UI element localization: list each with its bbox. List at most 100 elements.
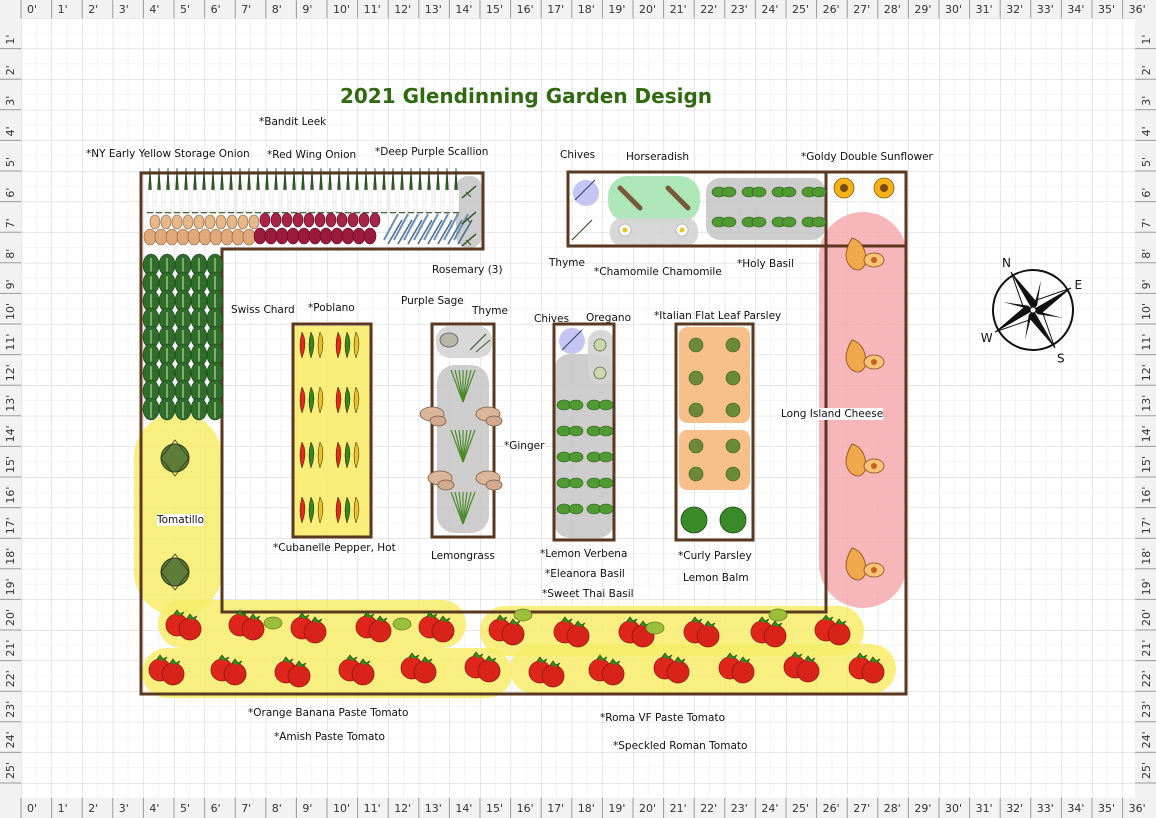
- tomato-icon: [683, 616, 720, 648]
- compass-e: E: [1075, 278, 1083, 292]
- pepper-icon: [335, 441, 360, 469]
- thyme-top-icon: [571, 219, 593, 241]
- ruler-top-tick: 3': [119, 3, 129, 16]
- ruler-right-tick: 13': [1140, 395, 1153, 412]
- holy-basil-icon: [711, 216, 737, 228]
- ruler-right-tick: 9': [1140, 279, 1153, 289]
- label-chamomile: *Chamomile Chamomile: [594, 266, 722, 278]
- ruler-left-tick: 22': [4, 670, 17, 687]
- basil-icon: [586, 399, 614, 411]
- rosemary-icon: [461, 233, 477, 247]
- label-lemon-verbena: *Lemon Verbena: [540, 548, 628, 560]
- ginger-icon: [475, 406, 503, 427]
- ruler-top-tick: 21': [670, 3, 687, 16]
- ruler-right-tick: 7': [1140, 218, 1153, 228]
- tomato-icon: [653, 652, 690, 684]
- ruler-left: 1'2'3'4'5'6'7'8'9'10'11'12'13'14'15'16'1…: [0, 18, 21, 798]
- bed-borders: [139, 170, 908, 696]
- pepper-highlight: [293, 326, 372, 536]
- ruler-top: 0'1'2'3'4'5'6'7'8'9'10'11'12'13'14'15'16…: [0, 0, 1156, 18]
- ruler-top-tick: 28': [884, 3, 901, 16]
- ruler-bottom-tick: 17': [547, 802, 564, 815]
- italian-parsley-icon: [725, 466, 741, 482]
- compass-rose-icon: N E S W: [981, 256, 1083, 365]
- ruler-top-tick: 8': [272, 3, 282, 16]
- label-chives-mid: Chives: [534, 313, 570, 325]
- italian-parsley-icon: [725, 370, 741, 386]
- ruler-top-tick: 12': [394, 3, 411, 16]
- label-eleanora-basil: *Eleanora Basil: [545, 568, 625, 580]
- ruler-left-tick: 14': [4, 425, 17, 442]
- label-goldy-sunflower: *Goldy Double Sunflower: [801, 151, 933, 163]
- ruler-right-tick: 16': [1140, 487, 1153, 504]
- pepper-icon: [299, 441, 324, 469]
- tomato-icon: [718, 652, 755, 684]
- italian-parsley-icon: [688, 402, 704, 418]
- ruler-top-tick: 17': [547, 3, 564, 16]
- swiss-chard-column-icon: [142, 253, 224, 421]
- label-holy-basil: *Holy Basil: [737, 258, 794, 270]
- ruler-top-tick: 34': [1067, 3, 1084, 16]
- ruler-left-tick: 17': [4, 517, 17, 534]
- ruler-right-tick: 18': [1140, 548, 1153, 565]
- ruler-top-tick: 2': [88, 3, 98, 16]
- ruler-top-tick: 33': [1037, 3, 1054, 16]
- red-onion-row-icon: [253, 212, 381, 245]
- ruler-top-tick: 22': [700, 3, 717, 16]
- label-rosemary: Rosemary (3): [432, 264, 503, 276]
- ruler-top-tick: 9': [302, 3, 312, 16]
- tomato-icon: [588, 654, 625, 686]
- ruler-bottom-tick: 34': [1067, 802, 1084, 815]
- tomato-icon: [528, 656, 565, 688]
- ruler-top-tick: 26': [823, 3, 840, 16]
- ruler-right-tick: 8': [1140, 249, 1153, 259]
- ruler-right-tick: 24': [1140, 731, 1153, 748]
- label-lemongrass: Lemongrass: [431, 550, 495, 562]
- holy-basil-icon: [771, 216, 797, 228]
- ruler-right-tick: 11': [1140, 334, 1153, 351]
- ruler-bottom-tick: 10': [333, 802, 350, 815]
- tomatillo-icon: [160, 439, 190, 477]
- holy-basil-icon: [741, 216, 767, 228]
- ruler-top-tick: 0': [27, 3, 37, 16]
- page-title: 2021 Glendinning Garden Design: [339, 84, 713, 108]
- chives-mid-highlight: [559, 328, 585, 354]
- tomato-row2-right-highlight: [510, 644, 896, 694]
- label-chives-top: Chives: [560, 149, 596, 161]
- basil-icon: [556, 503, 584, 515]
- basil-icon: [586, 425, 614, 437]
- italian-parsley-icon: [725, 402, 741, 418]
- basil-icon: [586, 477, 614, 489]
- ruler-top-tick: 32': [1006, 3, 1023, 16]
- ruler-bottom-tick: 33': [1037, 802, 1054, 815]
- ruler-bottom-tick: 9': [302, 802, 312, 815]
- label-red-wing-onion: *Red Wing Onion: [267, 149, 357, 161]
- label-thyme-mid: Thyme: [472, 305, 508, 317]
- tomato-leaf-icon: [645, 621, 665, 635]
- ruler-bottom-tick: 6': [211, 802, 221, 815]
- ruler-bottom-tick: 14': [455, 802, 472, 815]
- tomato-leaf-icon: [392, 617, 412, 631]
- tomato-leaf-icon: [513, 608, 533, 622]
- ginger-icon: [475, 470, 503, 491]
- compass-w: W: [981, 331, 993, 345]
- tomato-icon: [488, 614, 525, 646]
- basil-icon: [586, 503, 614, 515]
- label-oregano: Oregano: [586, 312, 631, 324]
- yellow-onion-row-icon: [143, 214, 260, 246]
- lemongrass-icon: [450, 491, 476, 525]
- label-italian-parsley: *Italian Flat Leaf Parsley: [654, 310, 782, 322]
- ruler-left-tick: 15': [4, 456, 17, 473]
- ruler-left-tick: 5': [4, 157, 17, 167]
- ruler-right-tick: 23': [1140, 701, 1153, 718]
- oregano-icon: [593, 338, 607, 380]
- tomato-icon: [848, 652, 885, 684]
- ruler-bottom-tick: 3': [119, 802, 129, 815]
- ruler-left-tick: 20': [4, 609, 17, 626]
- basil-icon: [556, 399, 584, 411]
- holy-basil-icon: [801, 216, 827, 228]
- label-roma-tomato: *Roma VF Paste Tomato: [600, 712, 725, 724]
- tomatillo-icon: [160, 553, 190, 591]
- ruler-bottom-tick: 0': [27, 802, 37, 815]
- tomato-icon: [148, 654, 185, 686]
